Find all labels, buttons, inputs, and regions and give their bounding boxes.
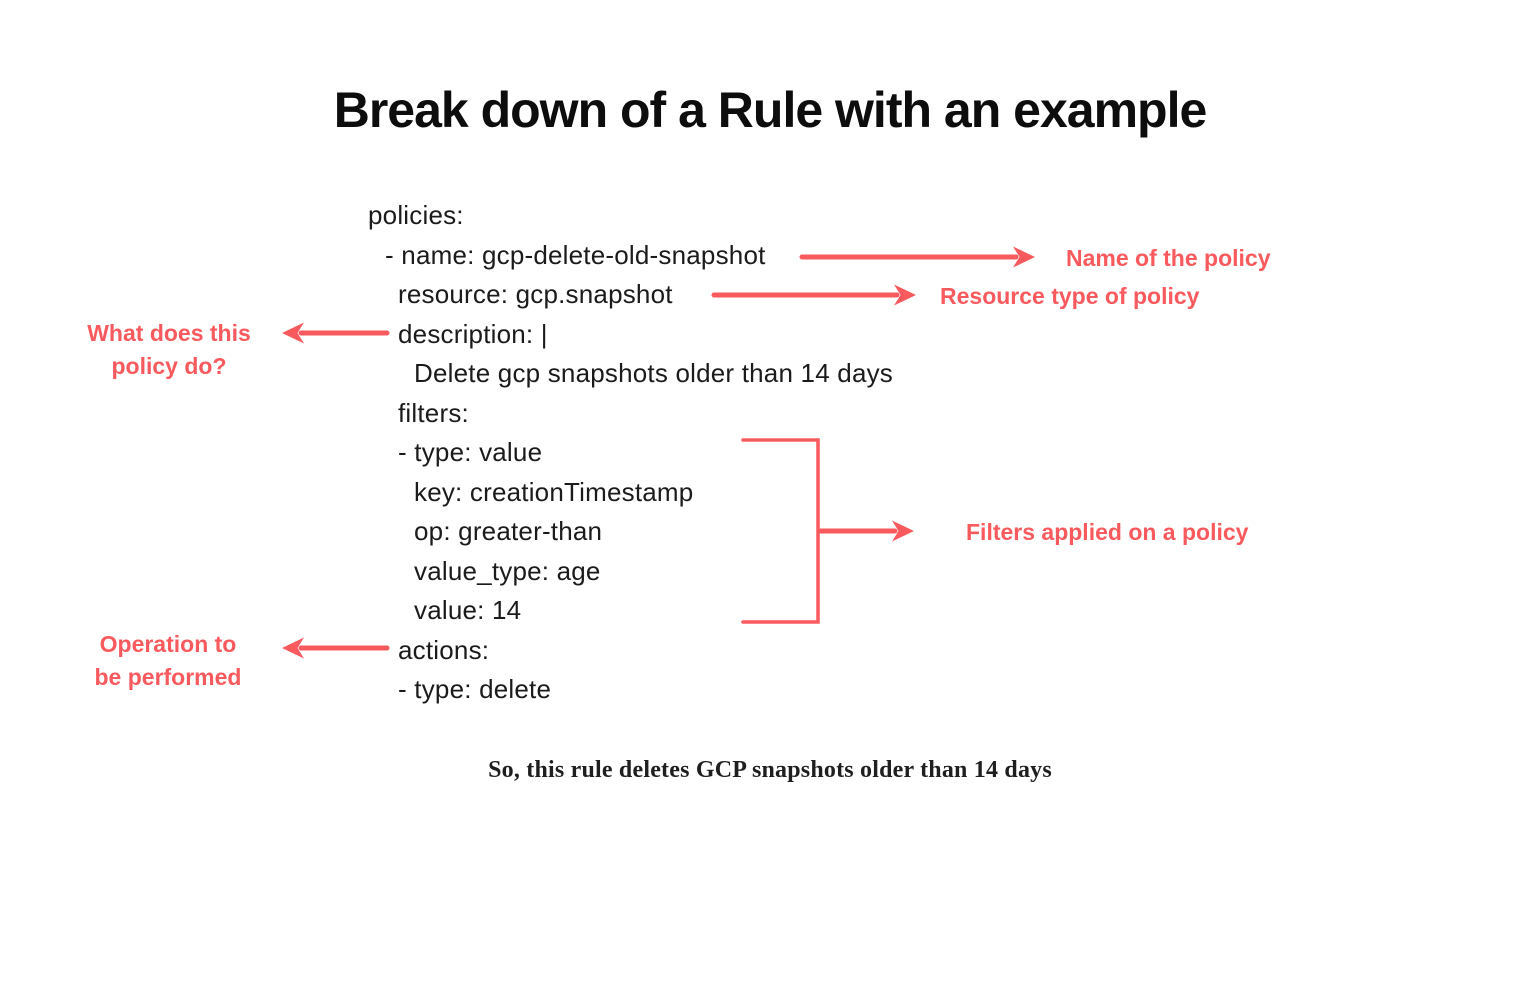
code-line-policies: policies:	[368, 200, 464, 231]
code-line-name: - name: gcp-delete-old-snapshot	[385, 239, 766, 270]
annotation-operation-line2: be performed	[94, 664, 242, 690]
summary-text: So, this rule deletes GCP snapshots olde…	[488, 757, 1052, 783]
code-line-actions: actions:	[398, 634, 490, 665]
annotation-name-of-policy: Name of the policy	[1066, 245, 1271, 271]
code-line-filter-value: value: 14	[414, 595, 522, 626]
annotation-what-line2: policy do?	[111, 353, 227, 379]
yaml-code-block: policies: - name: gcp-delete-old-snapsho…	[368, 196, 893, 710]
annotation-filters-applied: Filters applied on a policy	[966, 519, 1249, 545]
code-line-description-text: Delete gcp snapshots older than 14 days	[414, 358, 893, 389]
code-line-action-type: - type: delete	[398, 674, 552, 705]
annotation-what-does-policy-do: What does this policy do?	[49, 317, 289, 383]
annotation-operation-line1: Operation to	[99, 631, 237, 657]
code-line-description: description: |	[398, 318, 548, 349]
annotation-operation-performed: Operation to be performed	[48, 628, 288, 694]
annotation-resource-type: Resource type of policy	[940, 283, 1200, 309]
annotation-what-line1: What does this	[87, 320, 251, 346]
page-title: Break down of a Rule with an example	[333, 82, 1208, 138]
code-line-filter-value-type: value_type: age	[414, 555, 601, 586]
code-line-filter-type: - type: value	[398, 437, 543, 468]
code-line-filter-key: key: creationTimestamp	[414, 476, 694, 507]
code-line-resource: resource: gcp.snapshot	[398, 279, 673, 310]
code-line-filter-op: op: greater-than	[414, 516, 603, 547]
code-line-filters: filters:	[398, 397, 469, 428]
